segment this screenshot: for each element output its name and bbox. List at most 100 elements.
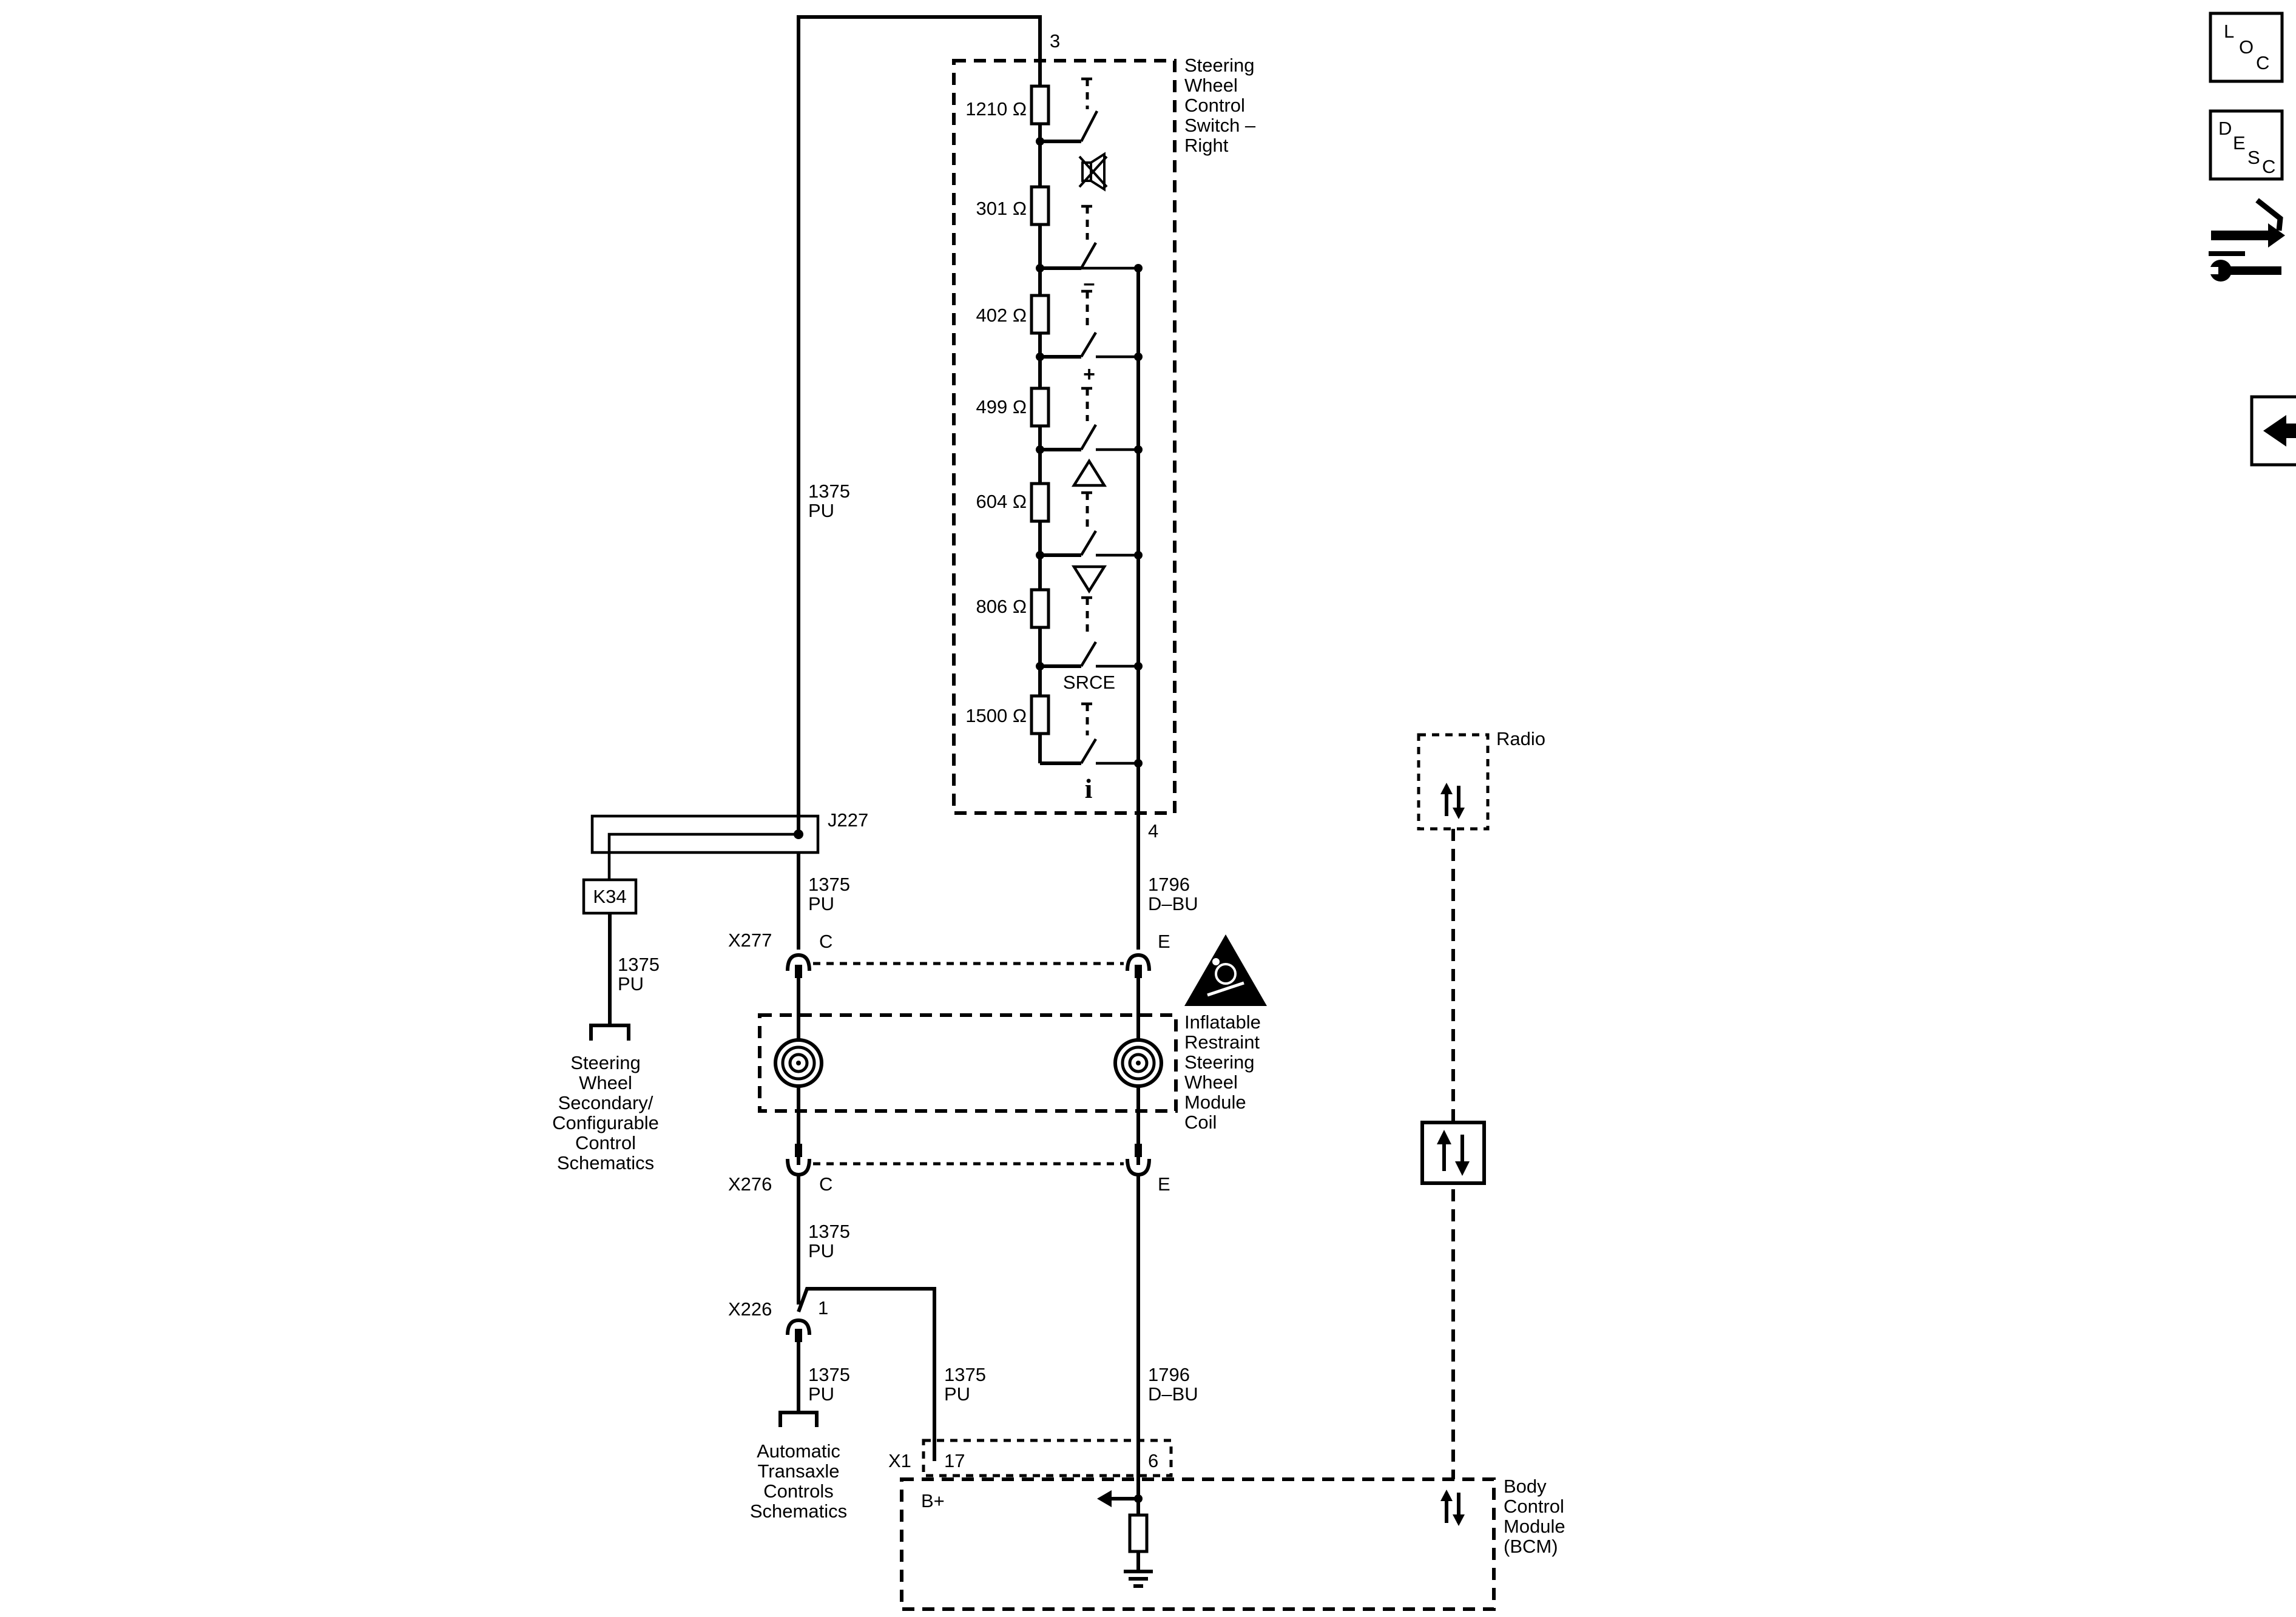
- resistor-806: [1030, 588, 1050, 629]
- svg-text:1: 1: [818, 1297, 828, 1318]
- loc-button[interactable]: L O C: [2209, 12, 2284, 83]
- switch-down: [1036, 596, 1143, 670]
- svg-text:Wheel: Wheel: [1184, 1072, 1238, 1093]
- switch-mute: [1036, 77, 1098, 146]
- bcm-pin-6: 6: [1148, 1450, 1158, 1471]
- resistor-301: [1030, 185, 1050, 226]
- radio: Radio: [1417, 728, 1545, 831]
- svg-text:Steering: Steering: [1184, 1052, 1254, 1073]
- back-arrow-icon: [2263, 415, 2296, 447]
- switch-plus: [1036, 387, 1143, 454]
- svg-text:Module: Module: [1504, 1516, 1565, 1537]
- wire-1375-color-e: PU: [944, 1383, 970, 1405]
- wire-1796-label-b: 1796: [1148, 1364, 1190, 1385]
- svg-text:Controls: Controls: [763, 1480, 833, 1502]
- svg-text:C: C: [2256, 52, 2269, 73]
- wire-1375-top: [797, 15, 1042, 836]
- wire-1796-color-b: D–BU: [1148, 1383, 1198, 1405]
- switch-label-line1: Steering: [1184, 55, 1254, 76]
- svg-text:Restraint: Restraint: [1184, 1031, 1260, 1053]
- wire-1375-label-e: 1375: [944, 1364, 986, 1385]
- body-control-module: X1 17 6 B+ Body Control Module (BCM): [888, 1439, 1565, 1611]
- back-button[interactable]: [2250, 395, 2296, 467]
- resistor-402: [1030, 294, 1050, 335]
- switch-label-line2: Wheel: [1184, 75, 1238, 96]
- x1-label: X1: [888, 1450, 911, 1471]
- wire-1375-label-c: 1375: [808, 1221, 850, 1242]
- triangle-up-icon: [1071, 458, 1107, 487]
- connector-x277: X277 C E: [728, 930, 1170, 978]
- coil-boundary: [758, 1013, 1178, 1113]
- info-icon: i: [1085, 773, 1093, 804]
- pull-down-resistor: [1128, 1513, 1149, 1553]
- svg-text:E: E: [1158, 931, 1170, 952]
- svg-text:Inflatable: Inflatable: [1184, 1011, 1261, 1033]
- switch-label-line5: Right: [1184, 135, 1229, 156]
- svg-text:L: L: [2224, 21, 2234, 42]
- steering-wheel-coil: Inflatable Restraint Steering Wheel Modu…: [758, 934, 1267, 1133]
- resistor-label-402: 402 Ω: [976, 305, 1027, 326]
- wire-1375-label-a: 1375: [808, 481, 850, 502]
- resistor-499: [1030, 387, 1050, 428]
- svg-text:X276: X276: [728, 1173, 772, 1195]
- steering-wheel-control-switch: Steering Wheel Control Switch – Right 12…: [952, 17, 1256, 842]
- serial-data-inline-icon: [1420, 1121, 1486, 1185]
- svg-text:X277: X277: [728, 930, 772, 951]
- resistor-label-806: 806 Ω: [976, 596, 1027, 617]
- wire-k34-color: PU: [618, 973, 644, 994]
- bcm-serial-data-icon: [1440, 1490, 1465, 1526]
- switch-minus: [1036, 289, 1143, 361]
- triangle-down-icon: [1071, 565, 1107, 594]
- connector-x276: X276 C E: [728, 1144, 1170, 1195]
- wire-1796-label-a: 1796: [1148, 874, 1190, 895]
- coil-spiral-right-icon: [1113, 1038, 1163, 1088]
- resistor-label-499: 499 Ω: [976, 396, 1027, 417]
- wire-1375-label-d: 1375: [808, 1364, 850, 1385]
- svg-text:(BCM): (BCM): [1504, 1536, 1558, 1557]
- svg-text:C: C: [819, 1173, 832, 1195]
- svg-text:Transaxle: Transaxle: [758, 1460, 840, 1482]
- bcm-boundary: [900, 1477, 1496, 1611]
- switch-label-line3: Control: [1184, 95, 1245, 116]
- svg-text:Module: Module: [1184, 1092, 1246, 1113]
- speaker-mute-icon: [1078, 152, 1108, 192]
- wire-1375-color-a: PU: [808, 500, 834, 521]
- svg-text:X226: X226: [728, 1298, 772, 1320]
- bcm-pin-17: 17: [944, 1450, 965, 1471]
- k34-module: K34 1375 PU: [582, 878, 660, 1041]
- airbag-warning-icon: [1184, 934, 1267, 1006]
- wire-1796-color-a: D–BU: [1148, 893, 1198, 914]
- srce-label: SRCE: [1063, 672, 1115, 693]
- ground-icon: [1124, 1570, 1153, 1588]
- svg-text:Body: Body: [1504, 1476, 1547, 1497]
- switch-boundary: [952, 59, 1177, 815]
- resistor-label-1500: 1500 Ω: [965, 705, 1027, 726]
- resistor-1500: [1030, 694, 1050, 735]
- wrench-repair-icon[interactable]: [2209, 198, 2285, 282]
- svg-text:C: C: [819, 931, 832, 952]
- pin-3: 3: [1050, 30, 1060, 52]
- connector-x226: X226 1: [728, 1287, 936, 1461]
- svg-text:C: C: [2262, 156, 2275, 177]
- switch-label-line4: Switch –: [1184, 115, 1256, 136]
- wire-1375-color-c: PU: [808, 1240, 834, 1261]
- k34-label: K34: [593, 886, 626, 907]
- pin-4: 4: [1148, 820, 1158, 842]
- svg-text:E: E: [1158, 1173, 1170, 1195]
- arrow-left-icon: [1097, 1490, 1112, 1507]
- minus-icon: –: [1084, 272, 1095, 295]
- splice-label: J227: [828, 809, 868, 831]
- radio-label: Radio: [1496, 728, 1545, 749]
- switch-up: [1036, 491, 1143, 559]
- wire-1375-color-b: PU: [808, 893, 834, 914]
- svg-text:Configurable: Configurable: [552, 1112, 659, 1133]
- wire-k34-number: 1375: [618, 954, 660, 975]
- desc-button[interactable]: D E S C: [2209, 109, 2284, 181]
- switch-srce: [1080, 702, 1143, 768]
- svg-text:Automatic: Automatic: [757, 1440, 840, 1462]
- svg-text:Schematics: Schematics: [557, 1152, 654, 1173]
- radio-boundary: [1417, 733, 1490, 831]
- wire-1375-label-b: 1375: [808, 874, 850, 895]
- coil-spiral-left-icon: [774, 1038, 823, 1088]
- svg-text:Schematics: Schematics: [750, 1501, 847, 1522]
